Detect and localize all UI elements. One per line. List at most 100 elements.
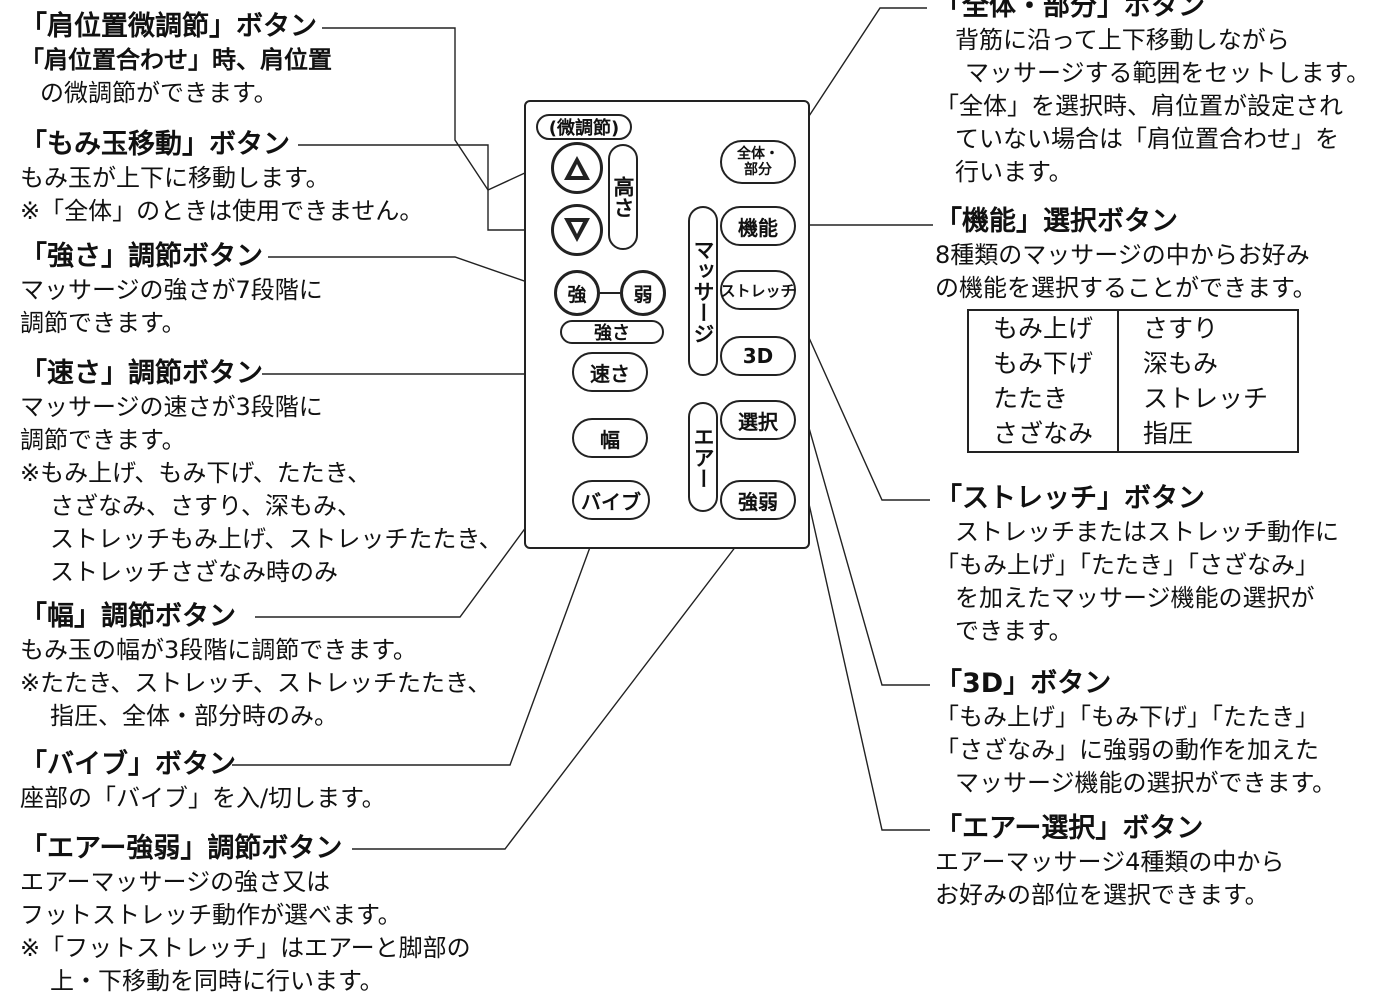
leader-vibe — [232, 519, 601, 766]
vibe-button[interactable]: バイブ — [572, 480, 650, 520]
air-select-title: 「エアー選択」ボタン — [935, 813, 1204, 844]
width-button[interactable]: 幅 — [572, 418, 648, 458]
desc-line: 8種類のマッサージの中からお好み — [935, 241, 1310, 269]
ball-move-title: 「もみ玉移動」ボタン — [20, 129, 290, 160]
strength-up-button[interactable]: 強 — [554, 270, 600, 316]
desc-line: 行います。 — [955, 158, 1073, 186]
table-cell: さすり — [1143, 314, 1219, 343]
stretch-button[interactable]: ストレッチ — [720, 270, 796, 310]
whole-part-line2: 部分 — [744, 162, 772, 178]
desc-line: の機能を選択することができます。 — [935, 274, 1317, 302]
table-row: さざなみ 指圧 — [968, 416, 1298, 452]
whole-part-title: 「全体・部分」ボタン — [935, 0, 1205, 22]
whole-part-line1: 全体・ — [737, 146, 779, 162]
table-row: もみ上げ さすり — [968, 310, 1298, 346]
leader-3d — [791, 367, 930, 686]
table-row: たたき ストレッチ — [968, 381, 1298, 416]
massage-label: マッサージ — [688, 206, 718, 376]
strength-down-button[interactable]: 弱 — [620, 270, 666, 316]
desc-line: さざなみ、さすり、深もみ、 — [50, 492, 362, 520]
functions-table: もみ上げ さすり もみ下げ 深もみ たたき ストレッチ さざなみ 指圧 — [967, 309, 1300, 453]
table-row: もみ下げ 深もみ — [968, 346, 1298, 381]
stretch-title: 「ストレッチ」ボタン — [935, 483, 1205, 514]
vibe-description: 「バイブ」ボタン 座部の「バイブ」を入/切します。 — [20, 748, 386, 815]
connector-line — [600, 292, 620, 294]
desc-line: できます。 — [955, 617, 1073, 645]
speed-description: 「速さ」調節ボタン マッサージの速さが3段階に 調節できます。 ※もみ上げ、もみ… — [20, 357, 503, 589]
function-description: 「機能」選択ボタン 8種類のマッサージの中からお好み の機能を選択することができ… — [935, 205, 1317, 305]
stretch-description: 「ストレッチ」ボタン ストレッチまたはストレッチ動作に 「もみ上げ」「たたき」「… — [935, 482, 1339, 648]
table-cell: もみ上げ — [968, 310, 1120, 346]
desc-line: ※「全体」のときは使用できません。 — [20, 197, 424, 225]
up-button[interactable] — [551, 142, 603, 194]
down-button[interactable] — [551, 204, 603, 256]
leader-air-strength — [352, 511, 763, 850]
desc-line: 「肩位置合わせ」時、肩位置 — [20, 46, 332, 74]
leader-air-select — [791, 427, 930, 831]
desc-line: ストレッチまたはストレッチ動作に — [955, 518, 1339, 546]
desc-line: 調節できます。 — [20, 426, 186, 454]
table-cell: ストレッチ — [1143, 384, 1269, 413]
strength-title: 「強さ」調節ボタン — [20, 241, 263, 272]
desc-line: 調節できます。 — [20, 309, 186, 337]
desc-line: 背筋に沿って上下移動しながら — [955, 26, 1290, 54]
vibe-title: 「バイブ」ボタン — [20, 749, 236, 780]
width-title: 「幅」調節ボタン — [20, 601, 236, 632]
desc-line: ストレッチさざなみ時のみ — [50, 558, 338, 586]
function-button[interactable]: 機能 — [720, 206, 796, 246]
air-select-description: 「エアー選択」ボタン エアーマッサージ4種類の中から お好みの部位を選択できます… — [935, 812, 1284, 912]
threed-button[interactable]: 3D — [720, 336, 796, 376]
desc-line: 座部の「バイブ」を入/切します。 — [20, 784, 386, 812]
leader-whole-part — [789, 7, 927, 146]
leader-ball-move — [298, 144, 553, 231]
air-strength-button[interactable]: 強弱 — [720, 480, 796, 520]
desc-line: 「もみ上げ」「もみ下げ」「たたき」 — [935, 703, 1319, 731]
desc-line: 「全体」を選択時、肩位置が設定され — [935, 92, 1343, 120]
desc-line: ※「フットストレッチ」はエアーと脚部の — [20, 934, 471, 962]
air-select-button[interactable]: 選択 — [720, 400, 796, 440]
desc-line: 上・下移動を同時に行います。 — [50, 967, 384, 995]
speed-button[interactable]: 速さ — [572, 352, 648, 392]
fine-adjust-label: (微調節) — [536, 114, 632, 140]
desc-line: フットストレッチ動作が選べます。 — [20, 901, 402, 929]
desc-line: 「もみ上げ」「たたき」「さざなみ」 — [935, 551, 1319, 579]
table-cell: 深もみ — [1143, 349, 1219, 378]
leader-shoulder — [322, 27, 554, 191]
desc-line: マッサージの強さが7段階に — [20, 276, 323, 304]
shoulder-adjust-title: 「肩位置微調節」ボタン — [20, 11, 317, 42]
table-cell: 指圧 — [1143, 419, 1194, 448]
desc-line: お好みの部位を選択できます。 — [935, 881, 1269, 909]
function-title: 「機能」選択ボタン — [935, 206, 1178, 237]
desc-line: を加えたマッサージ機能の選択が — [955, 584, 1315, 612]
shoulder-adjust-description: 「肩位置微調節」ボタン 「肩位置合わせ」時、肩位置 の微調節ができます。 — [20, 10, 332, 110]
whole-part-button[interactable]: 全体・ 部分 — [720, 140, 796, 184]
strength-description: 「強さ」調節ボタン マッサージの強さが7段階に 調節できます。 — [20, 240, 323, 340]
width-description: 「幅」調節ボタン もみ玉の幅が3段階に調節できます。 ※たたき、ストレッチ、スト… — [20, 600, 491, 733]
table-cell: たたき — [968, 381, 1120, 416]
desc-line: 指圧、全体・部分時のみ。 — [50, 702, 338, 730]
air-label: エアー — [688, 402, 718, 512]
air-strength-description: 「エアー強弱」調節ボタン エアーマッサージの強さ又は フットストレッチ動作が選べ… — [20, 832, 471, 998]
leader-strength — [268, 256, 557, 293]
desc-line: の微調節ができます。 — [40, 79, 278, 107]
threed-description: 「3D」ボタン 「もみ上げ」「もみ下げ」「たたき」 「さざなみ」に強弱の動作を加… — [935, 667, 1336, 800]
desc-line: エアーマッサージ4種類の中から — [935, 848, 1285, 876]
desc-line: もみ玉が上下に移動します。 — [20, 164, 330, 192]
desc-line: もみ玉の幅が3段階に調節できます。 — [20, 636, 417, 664]
height-label: 高さ — [608, 144, 638, 250]
remote-panel: (微調節) 高さ 強 弱 強さ 速さ 幅 バイブ 全体・ 部分 マッサージ 機能… — [524, 100, 810, 549]
whole-part-description: 「全体・部分」ボタン 背筋に沿って上下移動しながら マッサージする範囲をセットし… — [935, 0, 1370, 189]
desc-line: ※たたき、ストレッチ、ストレッチたたき、 — [20, 669, 492, 697]
ball-move-description: 「もみ玉移動」ボタン もみ玉が上下に移動します。 ※「全体」のときは使用できませ… — [20, 128, 423, 228]
air-strength-title: 「エアー強弱」調節ボタン — [20, 833, 343, 864]
leader-stretch — [791, 299, 930, 501]
desc-line: マッサージする範囲をセットします。 — [965, 59, 1371, 87]
desc-line: マッサージの速さが3段階に — [20, 393, 323, 421]
down-triangle-icon — [564, 218, 590, 242]
threed-title: 「3D」ボタン — [935, 668, 1112, 699]
desc-line: エアーマッサージの強さ又は — [20, 868, 331, 896]
desc-line: マッサージ機能の選択ができます。 — [955, 769, 1337, 797]
strength-label: 強さ — [560, 320, 664, 344]
speed-title: 「速さ」調節ボタン — [20, 358, 263, 389]
